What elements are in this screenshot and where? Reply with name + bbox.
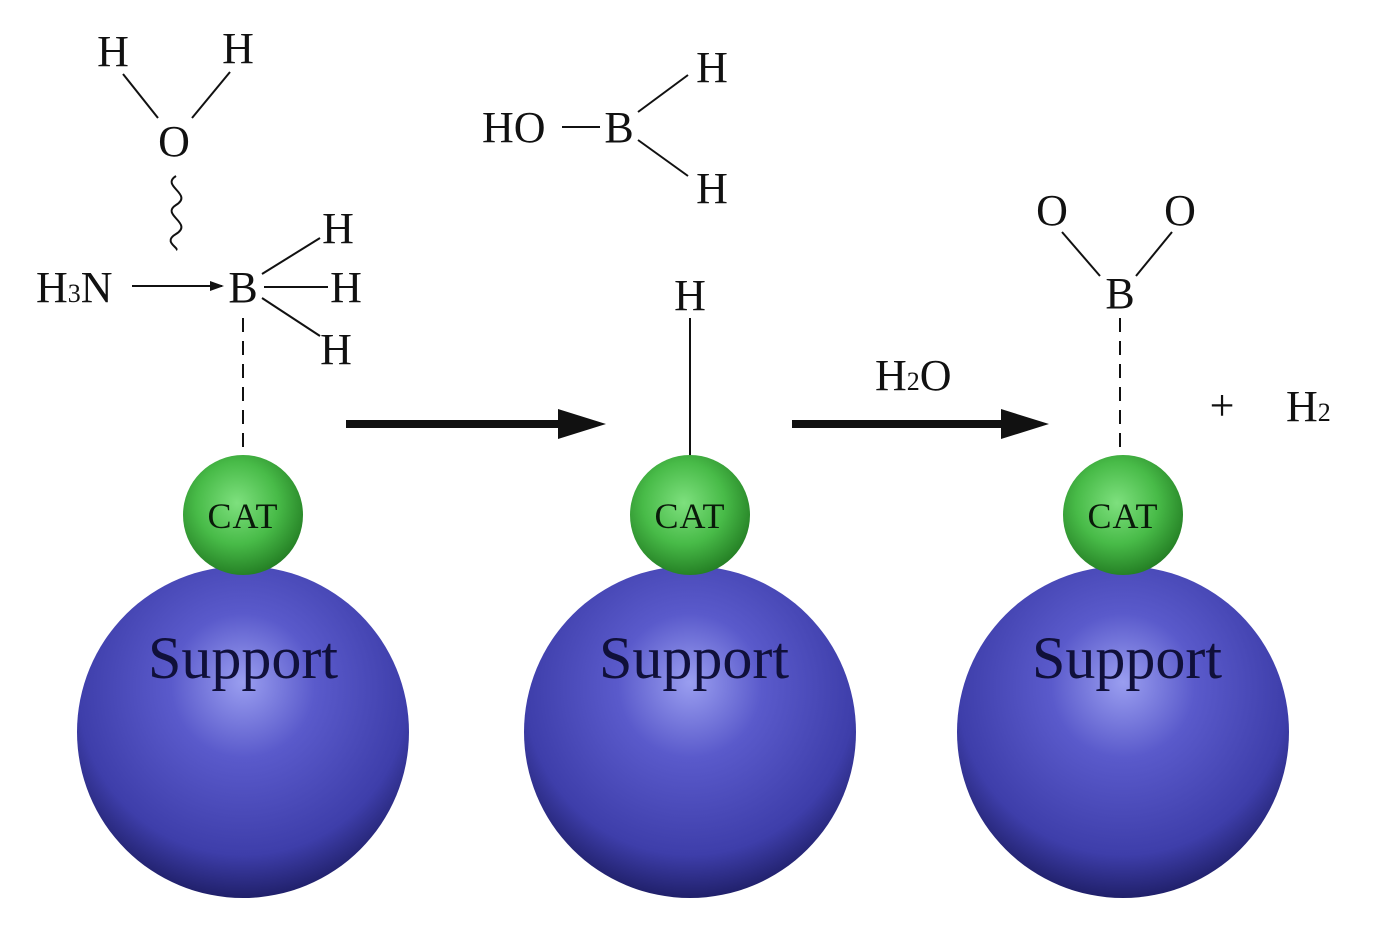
reaction-arrow-2: H2O	[792, 351, 1049, 439]
catalyst-sphere	[183, 455, 303, 575]
water-bond-left	[122, 73, 159, 119]
amine-h: H	[36, 263, 68, 312]
bh-h-bot: H	[696, 164, 728, 213]
water-h-left: H	[97, 27, 129, 76]
bo-bond-right	[1135, 231, 1173, 277]
boron-atom: B	[1105, 269, 1134, 318]
bh-h-top: H	[322, 204, 354, 253]
adsorbed-h-atom: H	[674, 271, 706, 320]
h2-h: H	[1286, 382, 1318, 431]
reaction-arrow-2-head	[1001, 409, 1049, 439]
support-label: Support	[599, 625, 789, 691]
stage-3: O O B + H2 Support CAT	[957, 186, 1331, 898]
stage-2: HO B H H H Support CAT	[482, 43, 856, 898]
water-h-right: H	[222, 24, 254, 73]
stage-1: H H O H3N B H H H Support CAT	[36, 24, 409, 898]
bo-bond-left	[1061, 231, 1101, 277]
catalyst-sphere	[1063, 455, 1183, 575]
reagent-h: H	[875, 351, 907, 400]
support-label: Support	[1032, 625, 1222, 691]
reaction-arrow-1	[346, 409, 606, 439]
boron-atom: B	[604, 103, 633, 152]
oxygen-right: O	[1164, 186, 1196, 235]
hydrogen-bond-wavy-line	[169, 175, 183, 251]
bh-h-top: H	[696, 43, 728, 92]
amine-group: H3N	[36, 263, 113, 312]
reagent-o: O	[920, 351, 952, 400]
bh-bond-bot	[637, 139, 689, 177]
support-sphere	[77, 566, 409, 898]
reagent-subscript: 2	[907, 367, 920, 396]
bh-bond-top	[261, 237, 321, 275]
bh-h-bot: H	[320, 325, 352, 374]
catalyst-label: CAT	[1087, 496, 1158, 536]
h2-subscript: 2	[1318, 398, 1331, 427]
amine-subscript: 3	[68, 279, 81, 308]
water-o: O	[158, 117, 190, 166]
hydroxyl-group: HO	[482, 103, 546, 152]
bh-h-mid: H	[330, 263, 362, 312]
plus-sign: +	[1210, 381, 1235, 430]
support-sphere	[957, 566, 1289, 898]
catalyst-label: CAT	[654, 496, 725, 536]
boron-atom: B	[228, 263, 257, 312]
catalyst-sphere	[630, 455, 750, 575]
catalyst-label: CAT	[207, 496, 278, 536]
support-sphere	[524, 566, 856, 898]
support-label: Support	[148, 625, 338, 691]
hydrogen-gas-product: H2	[1286, 382, 1331, 431]
bh-bond-bot	[261, 297, 321, 337]
amine-n: N	[81, 263, 113, 312]
bh-bond-top	[637, 74, 689, 113]
water-reagent-label: H2O	[875, 351, 952, 400]
oxygen-left: O	[1036, 186, 1068, 235]
reaction-arrow-1-head	[558, 409, 606, 439]
water-bond-right	[191, 71, 231, 119]
